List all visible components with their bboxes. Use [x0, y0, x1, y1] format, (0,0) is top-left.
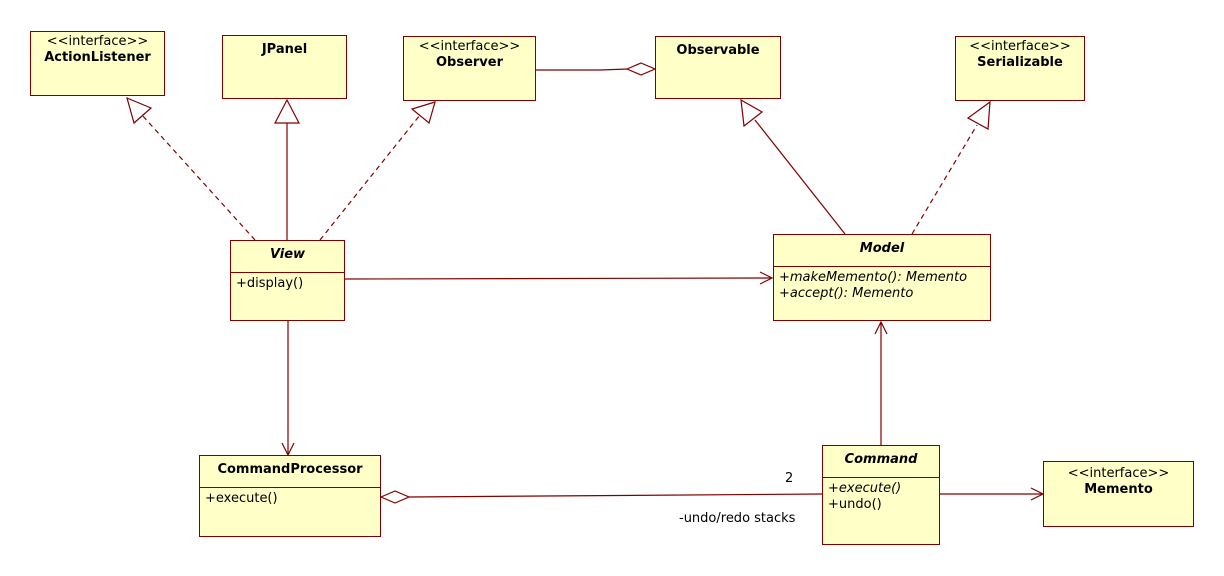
class-name: Command — [844, 452, 918, 467]
operations-compartment: +makeMemento(): Memento +accept(): Memen… — [774, 266, 990, 302]
class-name: Model — [859, 241, 905, 256]
operation: +execute() — [205, 491, 278, 506]
operation: +undo() — [828, 497, 882, 512]
operation: +accept(): Memento — [779, 286, 914, 301]
operations-compartment: +display() — [231, 272, 344, 292]
operation: +display() — [236, 276, 304, 291]
class-box-serializable: <<interface>> Serializable — [955, 36, 1085, 101]
class-box-jpanel: JPanel — [222, 35, 347, 99]
class-box-memento: <<interface>> Memento — [1043, 461, 1194, 527]
open-arrowhead — [759, 271, 774, 285]
realization-view-actionlistener — [141, 114, 256, 241]
multiplicity-label: 2 — [785, 471, 794, 486]
open-arrowhead — [874, 320, 888, 335]
aggregation-commandprocessor-command — [408, 493, 823, 498]
hollow-diamond — [625, 62, 657, 76]
class-box-observer: <<interface>> Observer — [403, 36, 536, 101]
class-name: JPanel — [261, 42, 308, 57]
class-name: Serializable — [977, 55, 1063, 70]
class-box-actionlistener: <<interface>> ActionListener — [30, 31, 165, 96]
class-name: Observer — [435, 55, 504, 70]
stereotype-label: <<interface>> — [46, 34, 149, 49]
class-name: Memento — [1084, 482, 1153, 497]
class-box-observable: Observable — [655, 36, 781, 99]
class-box-command: Command +execute() +undo() — [822, 445, 940, 545]
role-label: -undo/redo stacks — [679, 511, 796, 526]
hollow-arrowhead — [410, 101, 436, 125]
hollow-arrowhead — [126, 96, 153, 125]
generalization-model-observable — [754, 119, 846, 235]
class-name: CommandProcessor — [217, 462, 363, 477]
aggregation-observable-observer — [536, 68, 629, 71]
hollow-arrowhead — [740, 98, 764, 128]
stereotype-label: <<interface>> — [418, 39, 521, 54]
class-box-model: Model +makeMemento(): Memento +accept():… — [773, 234, 991, 321]
operations-compartment: +execute() +undo() — [823, 477, 939, 513]
hollow-diamond — [379, 490, 411, 504]
stereotype-label: <<interface>> — [1067, 466, 1170, 481]
realization-view-observer — [319, 114, 421, 241]
class-name: ActionListener — [44, 50, 151, 65]
class-box-commandprocessor: CommandProcessor +execute() — [199, 455, 381, 537]
class-name: Observable — [676, 43, 760, 58]
operations-compartment: +execute() — [200, 487, 380, 507]
realization-model-serializable — [911, 124, 978, 235]
association-view-model — [344, 277, 773, 280]
stereotype-label: <<interface>> — [969, 39, 1071, 54]
class-name: View — [269, 247, 306, 262]
class-box-view: View +display() — [230, 240, 345, 321]
hollow-arrowhead — [966, 100, 991, 130]
hollow-arrowhead — [274, 98, 300, 124]
operation: +execute() — [828, 481, 902, 496]
operation: +makeMemento(): Memento — [779, 270, 968, 285]
